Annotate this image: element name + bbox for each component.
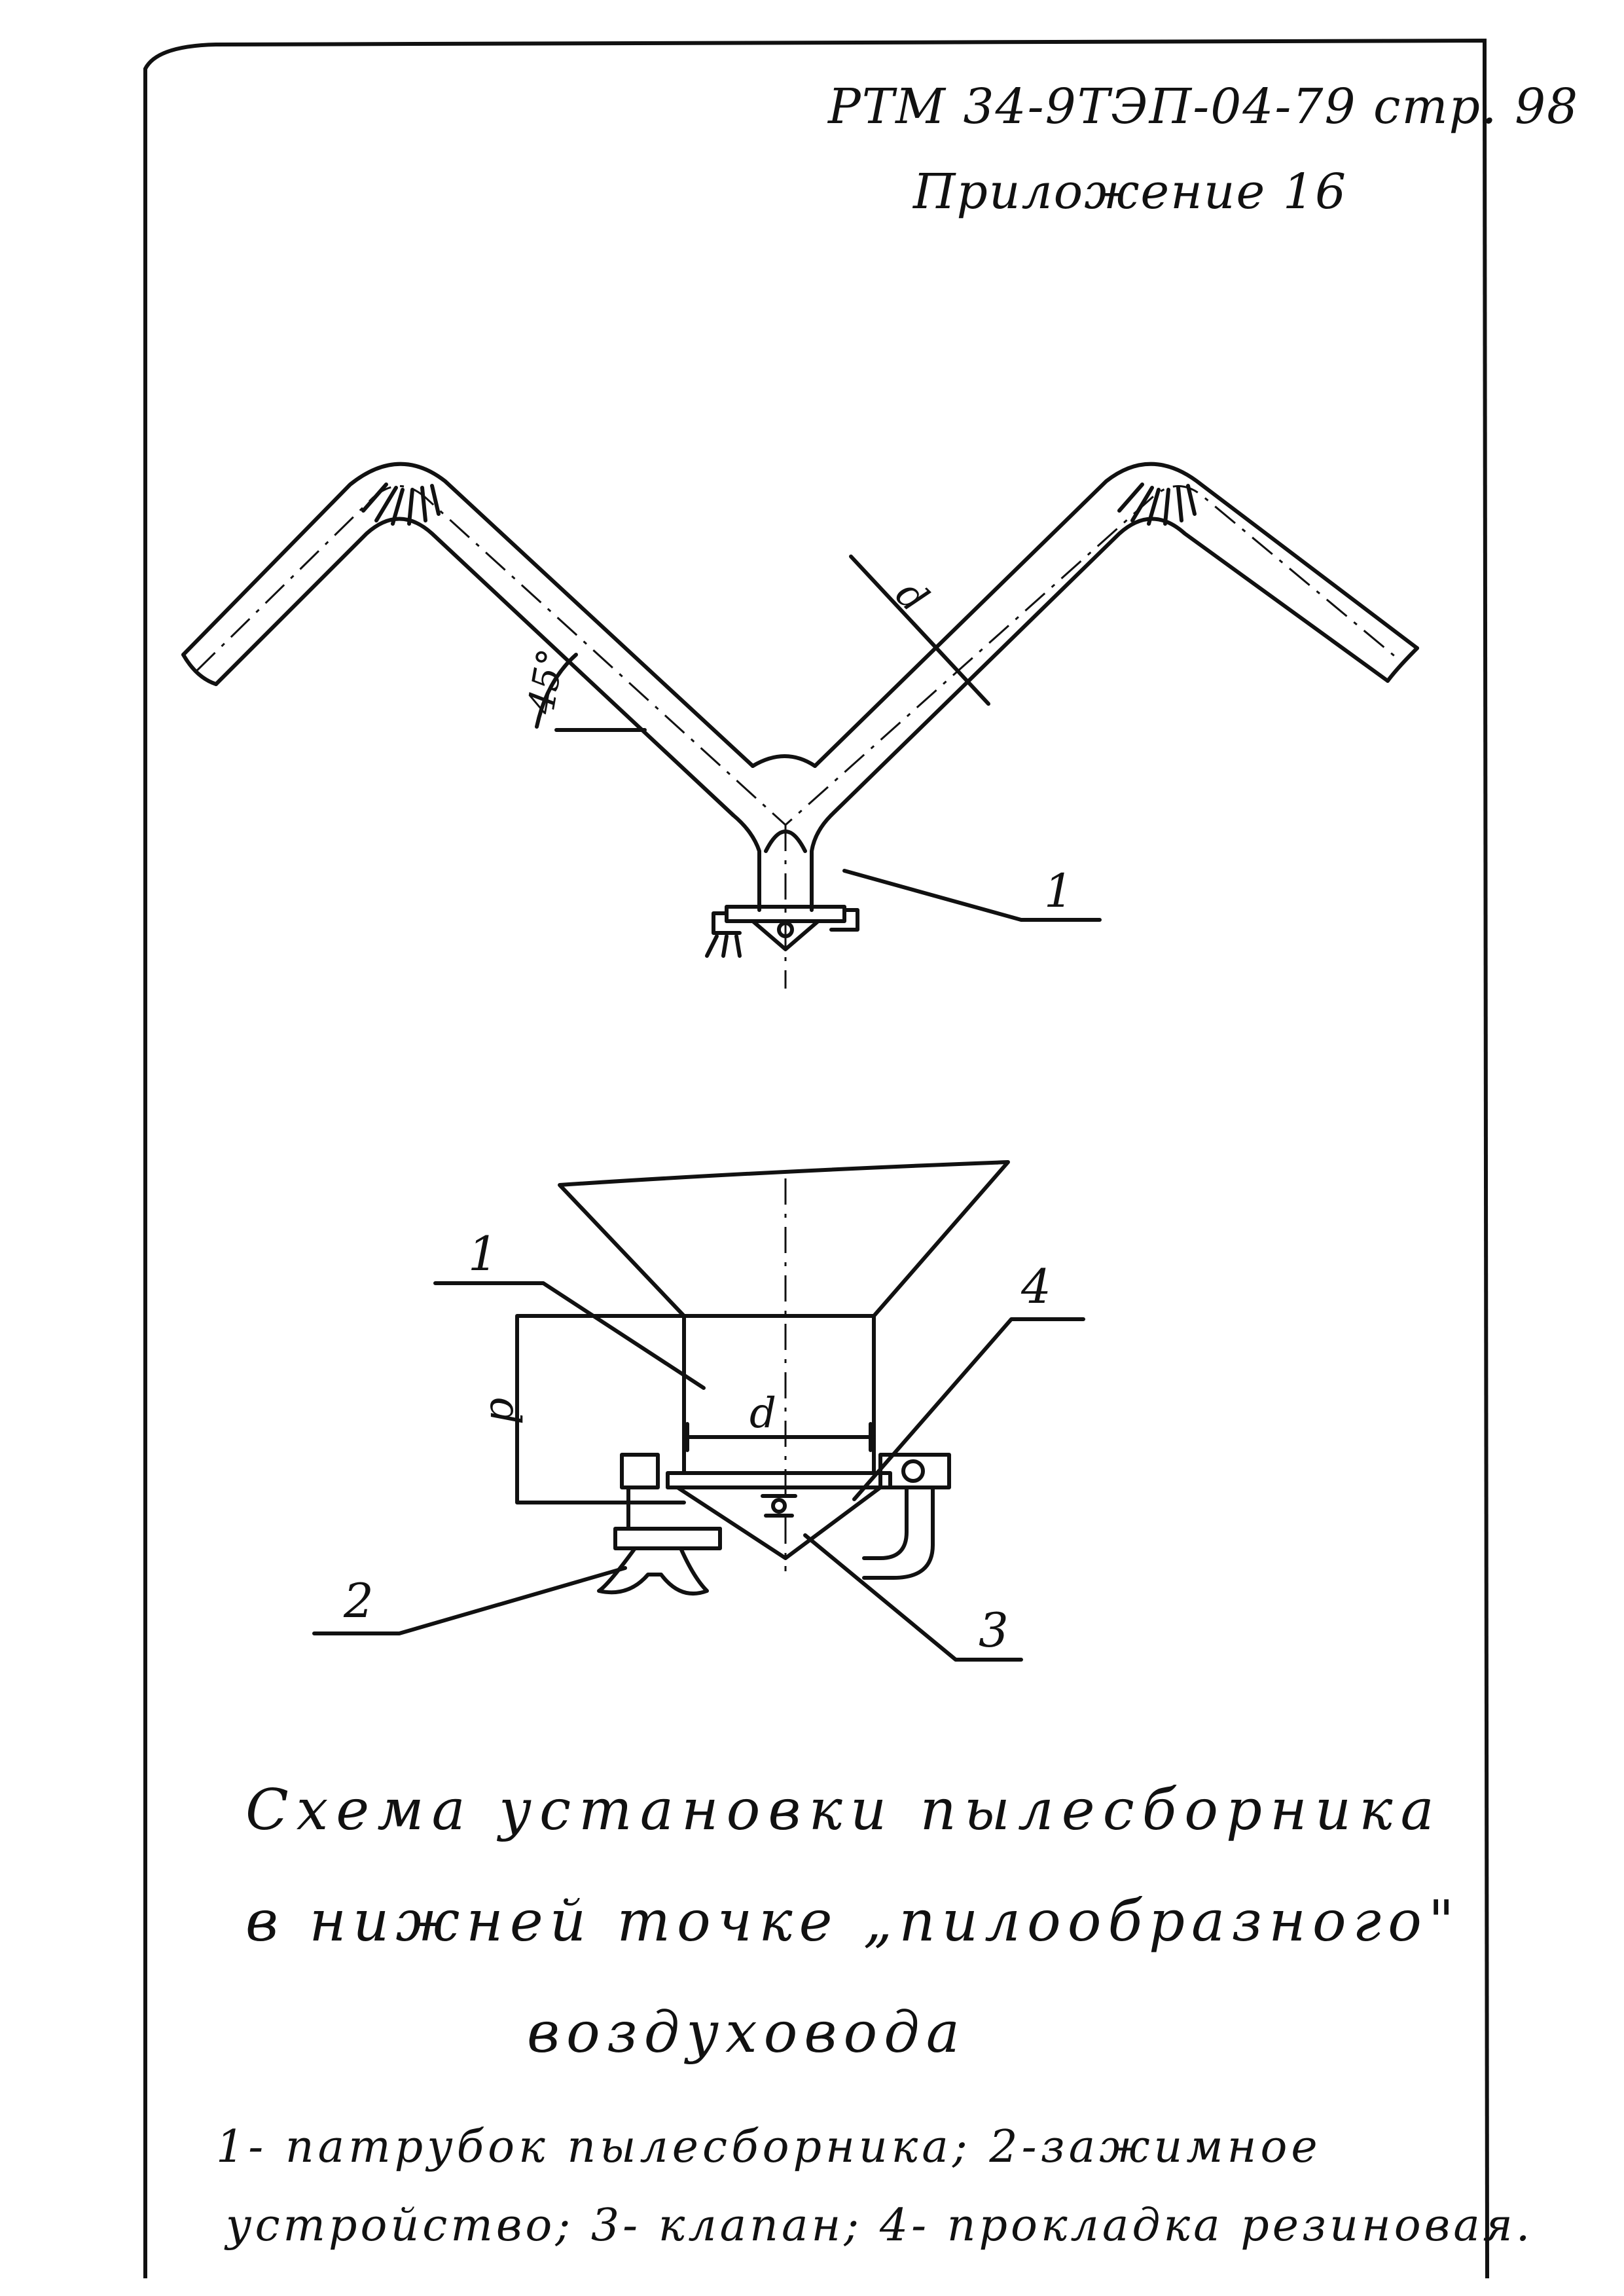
callout-4-leader: [852, 1317, 1085, 1501]
legend-line-2: устройство; 3- клапан; 4- прокладка рези…: [226, 2200, 1534, 2251]
valve-cone: [676, 1485, 882, 1560]
callout-1-leader: [433, 1281, 706, 1390]
callout-2-leader: [312, 1566, 627, 1635]
detail-callout-4: 4: [1020, 1259, 1051, 1314]
inner-diameter-dimension: [682, 1422, 876, 1452]
wing-nut: [597, 1546, 709, 1596]
clamp-arm: [862, 1485, 909, 1560]
height-dimension: [515, 1314, 686, 1504]
gasket: [666, 1471, 892, 1489]
tee-junction: [751, 754, 817, 768]
top-callout-1: 1: [1044, 864, 1074, 918]
detail-diameter-label: d: [749, 1389, 776, 1438]
duct-right-outer: [813, 462, 1419, 768]
angle-arc: [535, 653, 578, 729]
duct-left-outer: [181, 462, 755, 768]
funnel: [558, 1160, 1010, 1318]
detail-callout-3: 3: [979, 1603, 1009, 1658]
diameter-dimension-line: [849, 555, 990, 706]
appendix-label: Приложение 16: [913, 164, 1348, 220]
legend-line-1: 1- патрубок пылесборника; 2-зажимное: [216, 2121, 1322, 2173]
title-line-2: в нижней точке „пилообразного": [245, 1889, 1461, 1954]
title-line-3: воздуховода: [527, 2000, 967, 2066]
title-line-1: Схема установки пылесборника: [245, 1777, 1442, 1843]
detail-height-label: d: [480, 1398, 529, 1425]
callout-1-leader: [842, 869, 1102, 922]
detail-callout-2: 2: [343, 1573, 374, 1628]
document-code: РТМ 34-9ТЭП-04-79 стр. 98: [828, 79, 1579, 135]
duct-left-inner: [214, 517, 735, 817]
pipe-body: [682, 1314, 876, 1475]
callout-3-leader: [803, 1533, 1023, 1662]
detail-callout-1: 1: [468, 1226, 498, 1281]
